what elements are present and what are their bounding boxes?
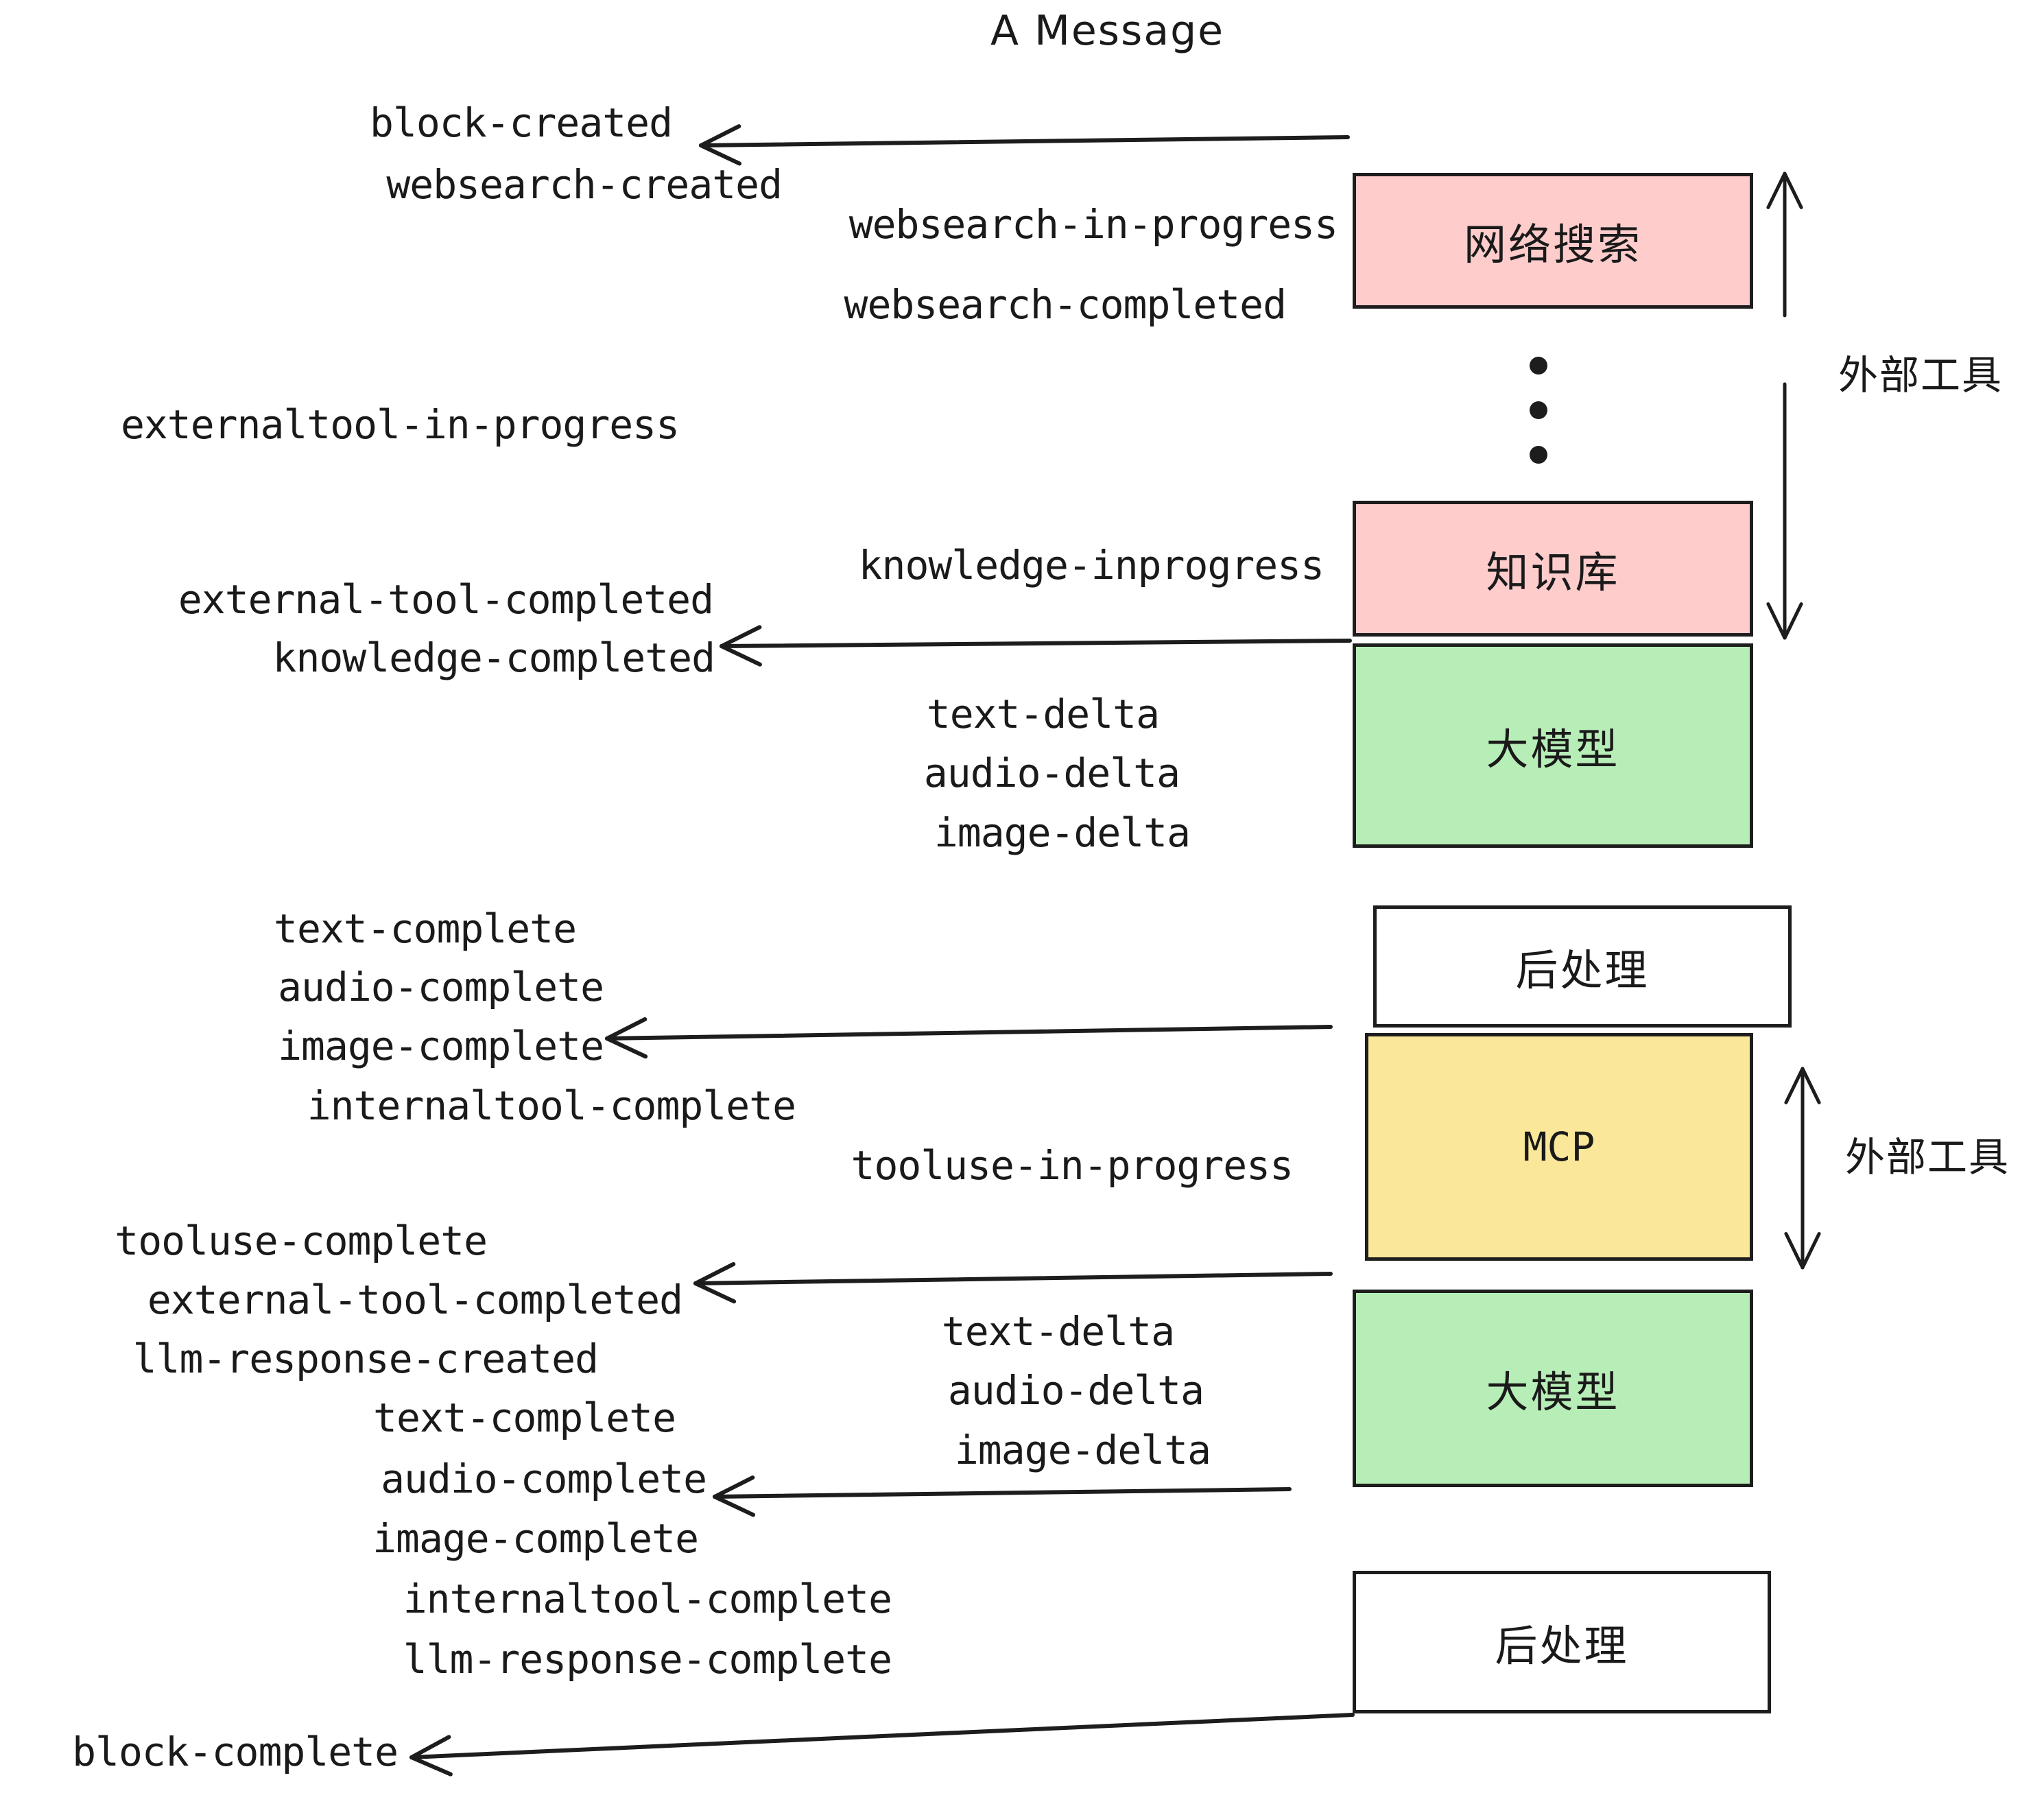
event-label-llm-response-complete: llm-response-complete <box>403 1636 892 1683</box>
event-label-audio-complete-2: audio-complete <box>381 1456 707 1502</box>
node-mcp: MCP <box>1365 1033 1753 1261</box>
event-label-audio-delta-1: audio-delta <box>923 750 1180 796</box>
block-complete-arrow <box>409 1713 1355 1777</box>
event-label-audio-delta-2: audio-delta <box>947 1367 1204 1414</box>
external-tools-bottom-down <box>1784 1164 1821 1270</box>
event-label-knowledge-inprogress: knowledge-inprogress <box>858 542 1324 589</box>
audio-complete-arrow <box>713 1475 1292 1517</box>
node-llm-1: 大模型 <box>1353 643 1753 848</box>
block-created-arrow <box>699 124 1350 166</box>
page-title: A Message <box>990 7 1225 55</box>
ellipsis-dot-icon <box>1530 401 1547 419</box>
event-label-internaltool-complete-2: internaltool-complete <box>403 1576 892 1622</box>
event-label-tooluse-in-progress: tooluse-in-progress <box>851 1142 1294 1189</box>
node-postprocess-1: 后处理 <box>1373 905 1792 1028</box>
event-label-image-delta-2: image-delta <box>954 1427 1211 1473</box>
event-label-websearch-created: websearch-created <box>386 161 783 208</box>
event-label-websearch-in-progress: websearch-in-progress <box>848 201 1338 248</box>
node-websearch: 网络搜索 <box>1353 173 1753 309</box>
event-label-block-complete: block-complete <box>72 1729 399 1775</box>
event-label-text-complete-1: text-complete <box>274 905 577 952</box>
event-label-knowledge-completed: knowledge-completed <box>272 634 715 681</box>
external-tools-top-down <box>1766 382 1803 640</box>
event-label-audio-complete-1: audio-complete <box>278 964 604 1010</box>
tooluse-complete-arrow <box>693 1261 1333 1304</box>
event-label-image-complete-1: image-complete <box>278 1023 604 1069</box>
event-label-llm-response-created: llm-response-created <box>132 1336 599 1382</box>
event-label-image-delta-1: image-delta <box>934 809 1191 856</box>
external-tools-top-up <box>1766 171 1803 318</box>
event-label-internaltool-complete-1: internaltool-complete <box>307 1082 796 1129</box>
event-label-text-delta-1: text-delta <box>926 691 1160 737</box>
event-label-external-tool-completed-2: external-tool-completed <box>147 1277 683 1323</box>
external-tools-bottom-up <box>1784 1067 1821 1168</box>
event-label-text-delta-2: text-delta <box>941 1308 1175 1355</box>
event-label-block-created: block-created <box>370 99 673 146</box>
ellipsis-dot-icon <box>1530 446 1547 464</box>
node-postprocess-2: 后处理 <box>1353 1571 1771 1713</box>
ellipsis-dot-icon <box>1530 357 1547 375</box>
knowledge-completed-arrow <box>720 625 1352 667</box>
event-label-websearch-completed: websearch-completed <box>844 281 1287 328</box>
side-label-external-tools-bottom: 外部工具 <box>1845 1134 2010 1180</box>
image-complete-arrow <box>605 1017 1333 1059</box>
event-label-tooluse-complete: tooluse-complete <box>115 1218 488 1264</box>
side-label-external-tools-top: 外部工具 <box>1838 352 2004 399</box>
node-knowledge: 知识库 <box>1353 501 1753 637</box>
event-label-external-tool-completed: external-tool-completed <box>178 576 714 623</box>
event-label-image-complete-2: image-complete <box>372 1515 699 1562</box>
node-llm-2: 大模型 <box>1353 1290 1753 1487</box>
event-label-text-complete-2: text-complete <box>373 1394 676 1441</box>
event-label-externaltool-in-progress: externaltool-in-progress <box>120 401 680 448</box>
